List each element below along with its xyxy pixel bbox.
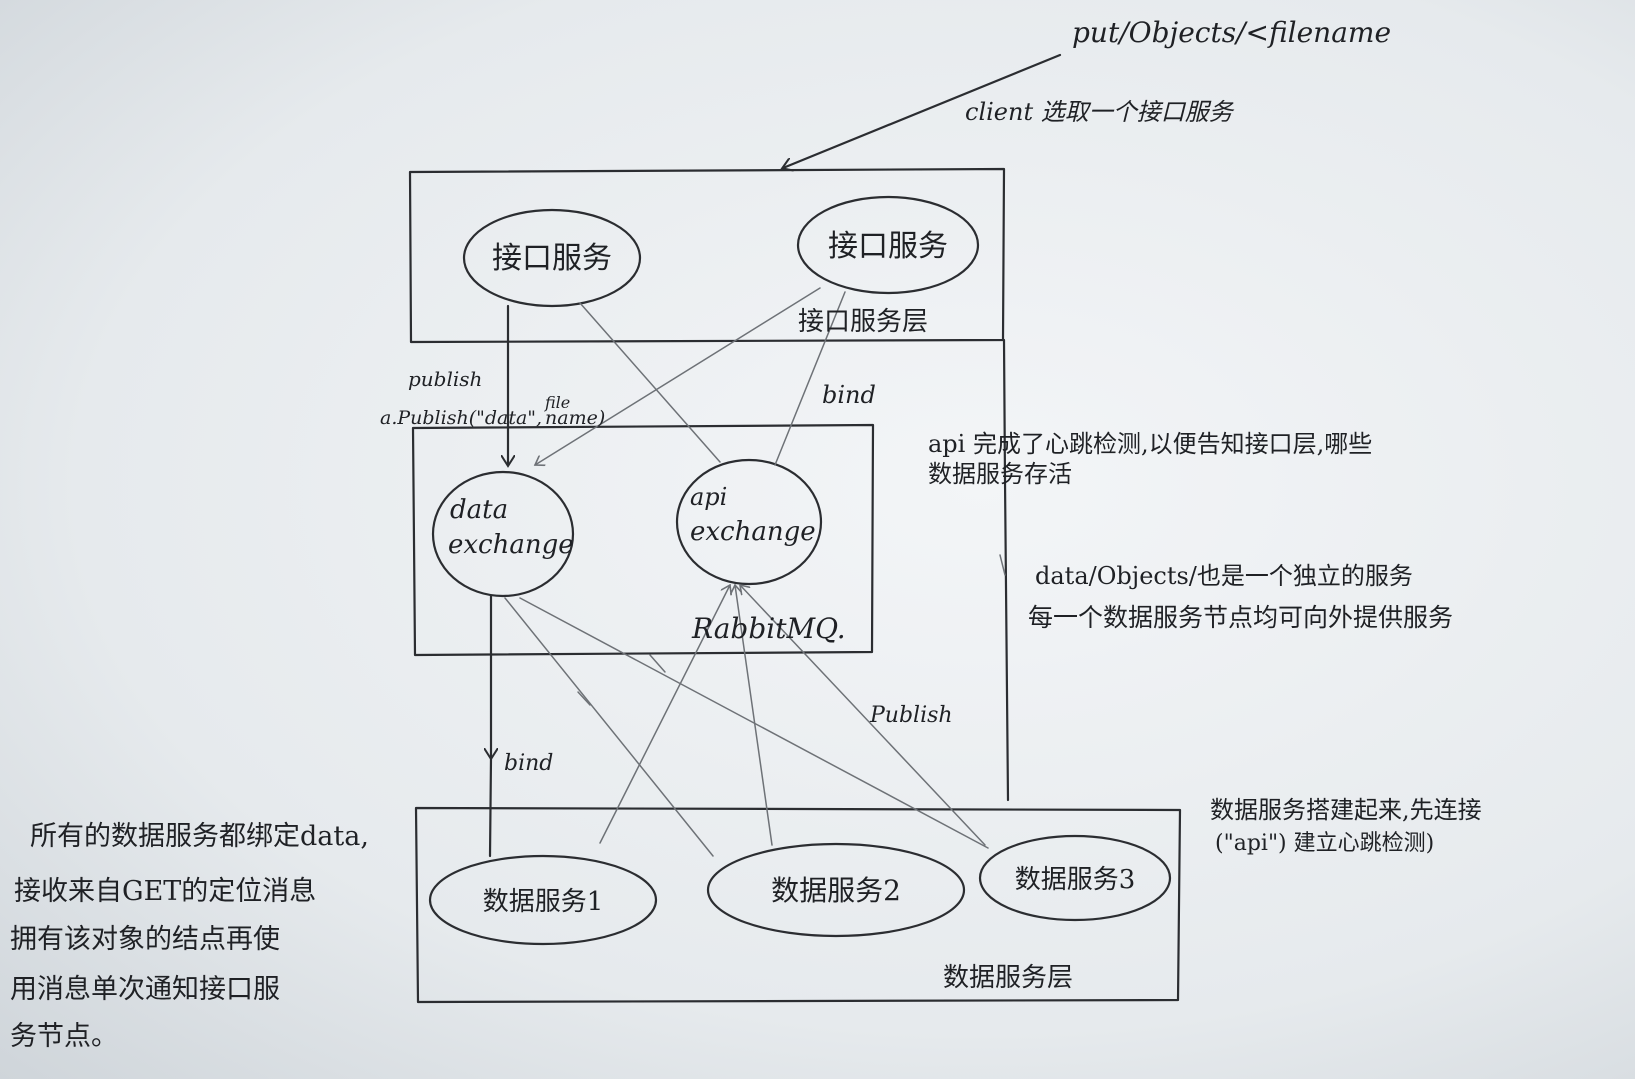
interface-layer-label: 接口服务层 [798,307,928,337]
data-objects-note-line1: data/Objects/也是一个独立的服务 [1035,562,1413,590]
data-service-2-node [706,842,966,938]
data-service-3-label: 数据服务3 [1015,865,1136,895]
put-objects-request-label: put/Objects/<filename [1072,16,1391,49]
data-service-3-node [978,834,1172,922]
data-service-1-node [428,854,658,946]
data-layer-label: 数据服务层 [943,963,1073,993]
startup-note-line1: 数据服务搭建起来,先连接 [1210,796,1482,824]
api-exchange-label-2: exchange [690,517,816,547]
tick-2 [577,691,591,706]
data-service-2-label: 数据服务2 [771,874,901,907]
bind-edge-bottom-continue [488,756,493,858]
left-note-line3: 拥有该对象的结点再使 [10,924,280,955]
interface-service-right-label: 接口服务 [828,229,948,264]
data-exchange-label-2: exchange [448,530,574,560]
data-objects-note-line2: 每一个数据服务节点均可向外提供服务 [1028,603,1453,632]
data-service-1-label: 数据服务1 [483,887,604,917]
left-note-line5: 务节点。 [10,1021,118,1052]
data-exchange-to-service2-edge [504,597,714,857]
rabbitmq-box [411,423,875,657]
left-note-line1: 所有的数据服务都绑定data, [30,821,369,852]
interface-layer-side [1002,338,1010,802]
left-note-line2: 接收来自GET的定位消息 [14,876,316,907]
client-request-arrow [783,53,1062,168]
service1-to-api-edge [599,585,730,844]
data-layer-box [414,806,1182,1004]
rabbitmq-label: RabbitMQ. [691,612,846,645]
bind-top-label: bind [822,381,876,409]
interface-service-left-label: 接口服务 [492,241,612,276]
right-interface-to-data-exchange-edge [535,287,821,465]
publish-label: publish [408,367,482,391]
api-heartbeat-note-line1: api 完成了心跳检测,以便告知接口层,哪些 [928,430,1372,458]
tick-1 [649,654,666,673]
left-interface-to-api-edge [579,302,721,463]
publish-name-label: name) [545,407,605,429]
client-choice-label: client 选取一个接口服务 [965,98,1235,126]
bind-bottom-label: bind [504,751,553,776]
startup-note-line2: ("api") 建立心跳检测) [1215,831,1434,856]
publish-file-label: file [544,393,570,412]
api-heartbeat-note-line2: 数据服务存活 [928,460,1072,488]
publish-call-label: a.Publish("data", [380,407,542,429]
side-tick [999,554,1006,576]
data-exchange-label-1: data [450,495,508,525]
interface-service-right-node [796,195,980,295]
publish-bottom-label: Publish [869,703,953,728]
service2-to-api-edge [735,585,773,846]
bind-edge-top [774,291,846,466]
data-exchange-node [431,470,575,598]
interface-service-left-node [462,208,642,308]
left-note-line4: 用消息单次通知接口服 [10,974,280,1005]
api-exchange-label-1: api [690,483,727,511]
service3-to-api-edge [740,585,986,846]
